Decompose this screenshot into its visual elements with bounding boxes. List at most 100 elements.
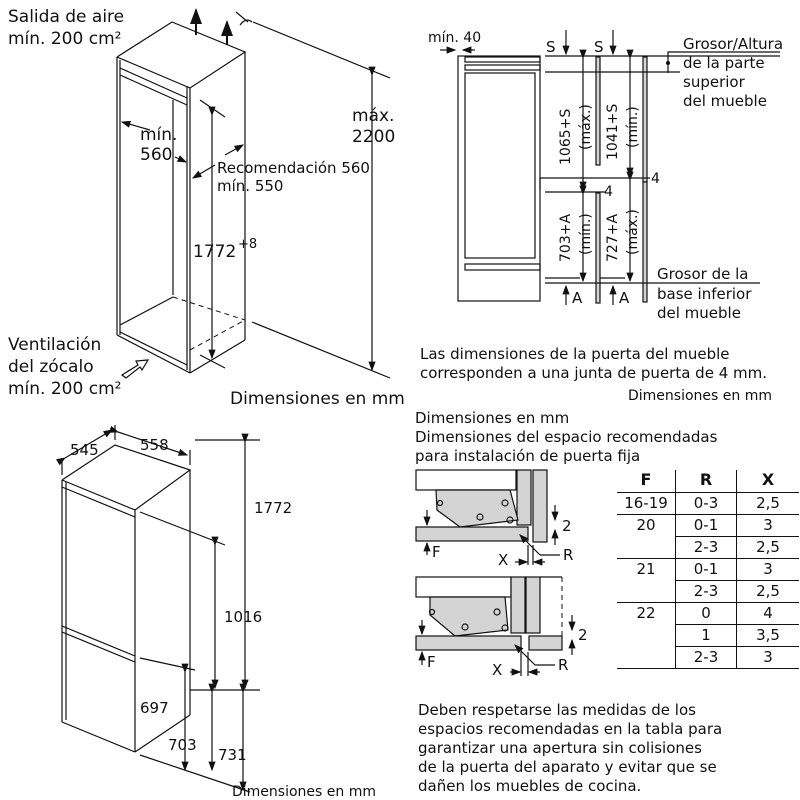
dim-731: 731 [218, 746, 247, 764]
air-outlet-label: Salida de aire [8, 7, 124, 27]
f-label: F [432, 543, 441, 561]
dim-upper-max-note: (máx.) [578, 104, 594, 150]
units-label: Dimensiones en mm [230, 389, 405, 409]
depth-dim: 545 [70, 441, 99, 459]
cell: 3,5 [736, 624, 799, 647]
cell [617, 580, 676, 603]
dim-703: 703 [168, 736, 197, 754]
min-gap-label: mín. 40 [428, 30, 481, 46]
cell: 16-19 [617, 492, 676, 515]
header-x: X [761, 470, 775, 489]
cell: 20 [617, 514, 676, 537]
units-label: Dimensiones en mm [232, 784, 376, 800]
s-label: S [594, 38, 604, 56]
hinge-detail-bottom [415, 576, 576, 676]
cell: 2-3 [675, 580, 737, 603]
units-label: Dimensiones en mm [415, 409, 569, 427]
door-note-2: corresponden a una junta de puerta de 4 … [420, 364, 767, 382]
warning-note-4: de la puerta del aparato y evitar que se [418, 758, 717, 776]
appliance-drawing [55, 425, 260, 793]
air-outlet-min: mín. 200 cm² [8, 29, 121, 49]
top-thickness-label-3: superior [683, 73, 746, 91]
gap-heading-2: para instalación de puerta fija [415, 447, 640, 465]
cell: 3 [736, 646, 799, 669]
gap-label: 4 [651, 171, 660, 187]
top-thickness-label-4: del mueble [683, 92, 767, 110]
a-label: A [619, 289, 630, 307]
plinth-vent-label-2: del zócalo [8, 357, 94, 377]
door-dimension-drawing [440, 30, 780, 305]
dim-upper-min-note: (mín.) [625, 106, 641, 148]
cell [617, 624, 676, 647]
dim-lower-min-note: (mín.) [578, 213, 594, 255]
cell: 4 [736, 602, 799, 625]
gap-2-label: 2 [578, 626, 588, 644]
dim-697: 697 [140, 699, 169, 717]
base-thickness-label: Grosor de la [657, 265, 748, 283]
cell: 0 [675, 602, 737, 625]
niche-height-tolerance: +8 [238, 237, 257, 252]
cell [617, 646, 676, 669]
s-label: S [546, 38, 556, 56]
upper-height-dim: 1016 [224, 608, 262, 626]
dim-upper-max: 1065+S [558, 109, 574, 165]
gap-heading: Dimensiones del espacio recomendadas [415, 428, 718, 446]
plinth-vent-label: Ventilación [8, 335, 101, 355]
cell: 2-3 [675, 646, 737, 669]
vent-arrow-icon [120, 359, 150, 379]
hinge-detail-top [415, 469, 560, 566]
max-height-value: 2200 [352, 127, 395, 147]
warning-note-2: espacios recomendadas en la tabla para [418, 720, 722, 738]
min-width-value: 560 [140, 145, 172, 165]
niche-height: 1772 [193, 242, 236, 262]
a-label: A [572, 289, 583, 307]
table-header: F R X [617, 470, 799, 493]
depth-recommendation: Recomendación 560 [217, 159, 370, 177]
dim-lower-max: 727+A [605, 214, 621, 262]
units-label: Dimensiones en mm [628, 388, 772, 404]
plinth-vent-min: mín. 200 cm² [8, 379, 121, 399]
cell: 21 [617, 558, 676, 581]
cell: 1 [675, 624, 737, 647]
cell: 3 [736, 514, 799, 537]
cell [617, 536, 676, 559]
base-thickness-label-3: del mueble [657, 304, 741, 322]
dim-upper-min: 1041+S [605, 104, 621, 160]
header-f: F [617, 470, 676, 493]
cell: 2,5 [736, 492, 799, 515]
top-thickness-label-2: de la parte [683, 54, 765, 72]
warning-note: Deben respetarse las medidas de los [418, 701, 696, 719]
f-label: F [427, 653, 436, 671]
cell: 0-1 [675, 514, 737, 537]
dim-lower-min: 703+A [558, 214, 574, 262]
door-note: Las dimensiones de la puerta del mueble [420, 345, 730, 363]
cell: 0-3 [675, 492, 737, 515]
height-dim: 1772 [254, 499, 292, 517]
cell: 3 [736, 558, 799, 581]
depth-min: mín. 550 [217, 177, 283, 195]
gap-label: 4 [604, 184, 613, 200]
x-label: X [498, 551, 508, 569]
warning-note-3: garantizar una apertura sin colisiones [418, 739, 702, 757]
warning-note-5: dañen los muebles de cocina. [418, 777, 641, 795]
top-thickness-label: Grosor/Altura [683, 35, 783, 53]
header-r: R [675, 470, 737, 493]
cell: 2-3 [675, 536, 737, 559]
cell: 2,5 [736, 580, 799, 603]
min-width-label: mín. [140, 125, 177, 145]
cell: 0-1 [675, 558, 737, 581]
r-label: R [558, 656, 568, 674]
max-height-label: máx. [352, 106, 394, 126]
dim-lower-max-note: (máx.) [625, 209, 641, 255]
tilt-icon [235, 11, 253, 26]
width-dim: 558 [140, 436, 169, 454]
